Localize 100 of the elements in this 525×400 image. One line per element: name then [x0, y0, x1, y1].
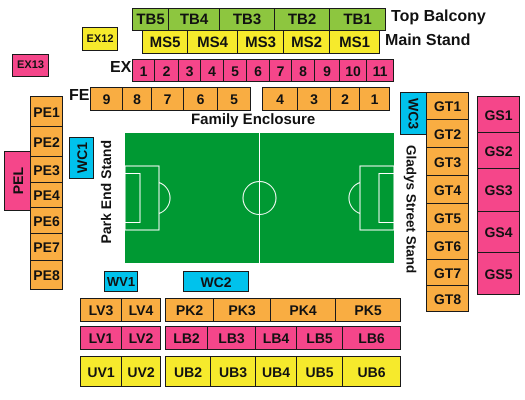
- section-label: 5: [231, 64, 239, 78]
- seating-section: [183, 271, 249, 292]
- seating-section: [255, 326, 297, 350]
- seating-section: [30, 96, 63, 127]
- section-label: 7: [164, 92, 172, 106]
- section-label: GT3: [434, 154, 462, 168]
- section-label: TB5: [136, 12, 165, 27]
- section-label: EX12: [86, 34, 114, 44]
- seating-section: [246, 59, 270, 82]
- seating-section: [274, 8, 330, 31]
- stand-name: Gladys Street Stand: [404, 145, 418, 274]
- stand-name: FE: [69, 88, 90, 104]
- section-label: MS3: [245, 34, 276, 50]
- seating-section: [210, 356, 256, 387]
- section-label: GT5: [434, 210, 462, 224]
- section-label: UB3: [218, 364, 247, 378]
- section-label: GS3: [484, 183, 512, 197]
- section-label: PK3: [228, 303, 256, 317]
- seating-section: [426, 119, 469, 148]
- section-label: 1: [140, 64, 148, 78]
- section-label: 8: [299, 64, 307, 78]
- seating-section: [132, 8, 169, 31]
- seating-section: [296, 326, 343, 350]
- seating-section: [270, 298, 336, 322]
- section-label: MS2: [291, 34, 322, 50]
- seating-section: [426, 203, 469, 232]
- section-label: GT1: [434, 99, 462, 113]
- seating-section: [80, 356, 122, 387]
- stand-name: EX: [110, 60, 132, 76]
- seating-section: [217, 87, 251, 111]
- section-label: WC3: [406, 98, 420, 130]
- seating-section: [262, 87, 298, 111]
- section-label: UV1: [87, 364, 115, 378]
- section-label: 8: [133, 92, 141, 106]
- seating-section: [165, 326, 208, 350]
- seating-section: [335, 298, 401, 322]
- section-label: TB3: [232, 12, 262, 27]
- seating-section: [178, 59, 201, 82]
- section-label: MS1: [339, 34, 370, 50]
- seating-section: [154, 59, 179, 82]
- seating-section: [30, 260, 63, 290]
- seating-section: [477, 96, 520, 133]
- seating-section: [477, 168, 520, 212]
- section-label: UV2: [127, 364, 155, 378]
- section-label: LB6: [358, 331, 385, 345]
- section-label: 10: [345, 64, 361, 78]
- section-label: GS1: [484, 108, 512, 122]
- section-label: PE7: [33, 240, 60, 254]
- section-label: 3: [186, 64, 194, 78]
- seating-section: [426, 231, 469, 260]
- seating-section: [359, 87, 390, 111]
- stand-name: Main Stand: [385, 33, 470, 49]
- section-label: GS5: [484, 266, 512, 280]
- section-label: LV1: [88, 331, 114, 345]
- seating-section: [30, 156, 63, 183]
- seating-section: [255, 356, 297, 387]
- seating-section: [329, 8, 386, 31]
- section-label: LV2: [128, 331, 154, 345]
- seating-section: [90, 87, 123, 111]
- seating-section: [183, 87, 218, 111]
- section-label: WV1: [106, 275, 136, 288]
- seating-section: [168, 8, 220, 31]
- seating-section: [297, 87, 331, 111]
- section-label: LV3: [88, 303, 114, 317]
- section-label: 1: [370, 92, 378, 106]
- seating-section: [121, 356, 161, 387]
- seating-section: [4, 151, 31, 211]
- section-label: GT8: [434, 292, 462, 306]
- section-label: GT7: [434, 266, 462, 280]
- section-label: 11: [372, 64, 388, 78]
- seating-section: [30, 182, 63, 208]
- section-label: UB5: [305, 364, 334, 378]
- seating-section: [426, 285, 469, 312]
- section-label: 6: [254, 64, 262, 78]
- seating-section: [121, 298, 161, 322]
- section-label: PE6: [33, 214, 60, 228]
- seating-section: [426, 147, 469, 176]
- seating-section: [30, 126, 63, 157]
- seating-section: [426, 92, 469, 120]
- section-label: GT6: [434, 238, 462, 252]
- seating-section: [80, 326, 122, 350]
- section-label: 4: [276, 92, 284, 106]
- section-label: EX13: [17, 60, 44, 71]
- section-label: TB1: [343, 12, 372, 27]
- section-label: 6: [196, 92, 204, 106]
- section-label: MS4: [197, 34, 228, 50]
- seating-section: [291, 59, 315, 82]
- section-label: 7: [276, 64, 284, 78]
- section-label: GT2: [434, 126, 462, 140]
- section-label: UB4: [262, 364, 290, 378]
- stand-name: Park End Stand: [99, 140, 113, 244]
- section-label: 2: [162, 64, 170, 78]
- section-label: WC2: [200, 274, 232, 288]
- seating-section: [200, 59, 224, 82]
- section-label: LV4: [128, 303, 154, 317]
- seating-section: [80, 298, 122, 322]
- section-label: PE8: [33, 268, 60, 282]
- section-label: LB3: [218, 331, 245, 345]
- seating-section: [132, 59, 155, 82]
- section-label: PK4: [289, 303, 317, 317]
